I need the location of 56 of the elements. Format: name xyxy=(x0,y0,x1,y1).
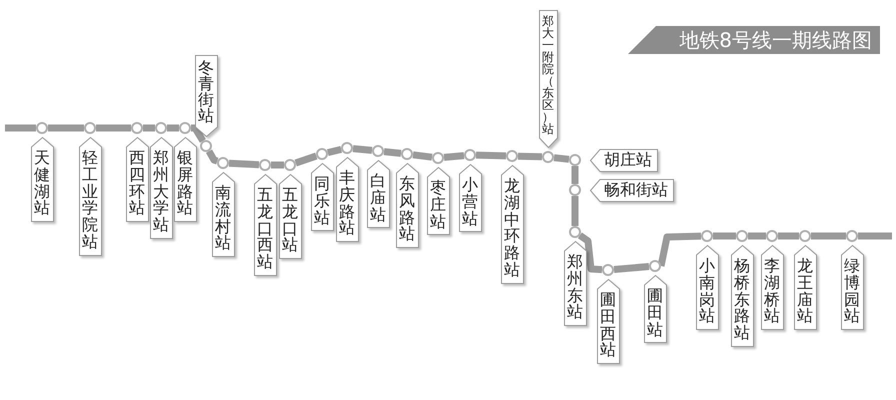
station-name: 同乐站 xyxy=(310,163,334,232)
station-name: 杨桥东路站 xyxy=(730,245,754,347)
line-segment xyxy=(48,124,84,132)
station-name: 郑大一附院（东区）站 xyxy=(538,10,558,148)
line-segment xyxy=(748,232,766,240)
line-segment xyxy=(352,145,372,154)
line-segment xyxy=(294,152,318,166)
line-segment xyxy=(572,166,578,184)
station-name: 银屏路站 xyxy=(174,137,196,222)
station-name: 胡庄站 xyxy=(590,148,658,172)
station-name: 郑州东站 xyxy=(564,241,586,326)
station-name: 枣庄站 xyxy=(426,167,450,236)
station-name: 小营站 xyxy=(458,164,482,232)
station-name: 龙王庙站 xyxy=(794,245,816,330)
line-segment xyxy=(326,146,342,156)
line-segment xyxy=(858,232,892,240)
station-name: 小南岗站 xyxy=(696,245,718,330)
line-segment xyxy=(143,124,155,132)
line-segment xyxy=(658,232,702,270)
station-name: 西四环站 xyxy=(126,137,148,222)
line-segment xyxy=(96,124,131,132)
line-segment xyxy=(476,152,506,160)
station-name: 轻工业学院站 xyxy=(78,137,102,256)
station-name: 白庙站 xyxy=(366,160,390,228)
line-segment xyxy=(778,232,799,240)
line-segment xyxy=(271,162,284,168)
station-name: 五龙口站 xyxy=(278,174,302,260)
station-name: 郑州大学站 xyxy=(150,137,172,239)
station-name: 丰庆路站 xyxy=(336,157,358,242)
station-name: 绿博园站 xyxy=(840,245,864,330)
station-name: 畅和街站 xyxy=(590,178,674,202)
line-segment xyxy=(228,160,260,168)
line-segment xyxy=(191,124,206,143)
line-segment xyxy=(412,151,432,161)
line-segment xyxy=(444,152,464,161)
station-name: 圃田站 xyxy=(644,275,666,344)
line-segment xyxy=(384,148,402,157)
line-segment xyxy=(572,196,578,226)
station-name: 南流村站 xyxy=(212,172,234,258)
line-segment xyxy=(614,263,650,273)
station-name: 冬青街站 xyxy=(194,55,218,137)
station-name: 天健湖站 xyxy=(30,137,54,222)
station-name: 龙湖中环路站 xyxy=(500,165,524,284)
station-name: 圃田西站 xyxy=(596,279,620,364)
line-segment xyxy=(554,154,570,163)
station-name: 五龙口西站 xyxy=(254,174,276,276)
station-name: 东风路站 xyxy=(396,163,418,248)
line-segment xyxy=(578,232,602,274)
map-title: 地铁8号线一期线路图 xyxy=(628,26,880,54)
line-segment xyxy=(206,149,218,164)
line-segment xyxy=(811,232,846,240)
station-name: 李湖桥站 xyxy=(760,245,784,330)
line-segment xyxy=(518,152,542,160)
line-segment xyxy=(5,124,36,132)
line-segment xyxy=(713,232,736,240)
line-segment xyxy=(167,124,179,132)
